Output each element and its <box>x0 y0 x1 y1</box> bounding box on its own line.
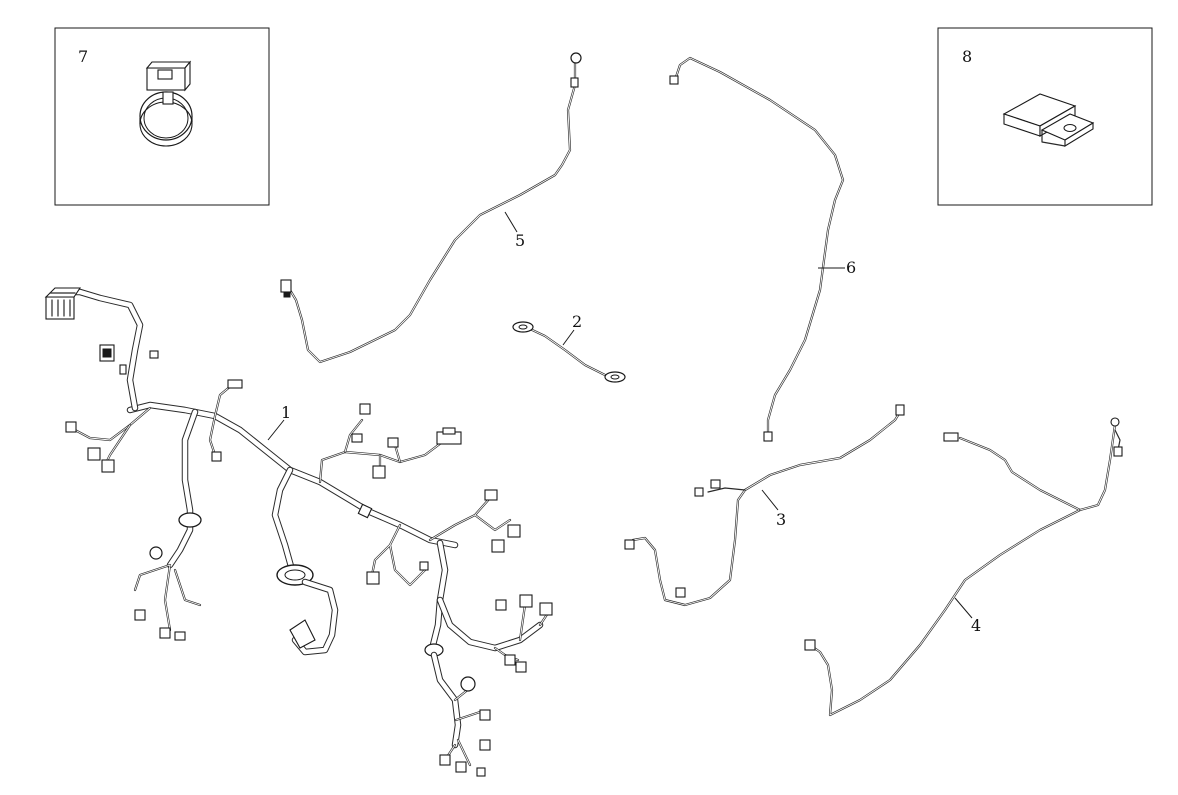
connector <box>119 364 127 375</box>
connector <box>65 421 77 433</box>
connector <box>227 379 243 389</box>
connector <box>943 432 959 442</box>
connector <box>710 479 721 489</box>
connector <box>387 437 399 448</box>
connector <box>149 350 159 359</box>
connector <box>174 631 186 641</box>
connector <box>476 767 486 777</box>
inset-frame-7 <box>54 27 270 206</box>
harness-4: 4 <box>804 417 1123 717</box>
connector <box>359 403 371 415</box>
grommet <box>178 512 202 528</box>
connector <box>694 487 704 497</box>
part-label-1: 1 <box>281 403 291 422</box>
inset-box-bracket: 8 <box>937 27 1153 206</box>
connector <box>87 447 101 461</box>
connector <box>101 459 115 473</box>
connector <box>134 609 146 621</box>
connector <box>1113 446 1123 457</box>
connector <box>624 539 635 550</box>
connector <box>491 539 505 553</box>
bracket-illustration <box>1002 93 1095 147</box>
main-harness-1: 1 <box>44 287 553 777</box>
connector <box>519 594 533 608</box>
part-label-4: 4 <box>971 616 981 635</box>
connector-block <box>44 287 82 320</box>
part-label-3: 3 <box>776 510 786 529</box>
connector <box>419 561 429 571</box>
connector <box>763 431 773 442</box>
ground-strap-2: 2 <box>512 312 626 383</box>
part-label-6: 6 <box>846 258 856 277</box>
harness-3: 3 <box>624 404 905 607</box>
connector <box>455 761 467 773</box>
connector <box>495 599 507 611</box>
harness-6: 6 <box>669 56 856 442</box>
connector <box>669 75 679 85</box>
connector <box>372 465 386 479</box>
connector <box>515 661 527 673</box>
part-label-2: 2 <box>572 312 582 331</box>
inset-box-clamp: 7 <box>54 27 270 206</box>
connector <box>507 524 521 538</box>
connector <box>280 279 292 293</box>
connector <box>539 602 553 616</box>
connector <box>159 627 171 639</box>
connector <box>479 739 491 751</box>
connector <box>504 654 516 666</box>
connector <box>439 754 451 766</box>
connector <box>484 489 498 501</box>
part-label-8: 8 <box>962 47 972 66</box>
clamp-illustration <box>139 60 193 147</box>
connector <box>675 587 686 598</box>
connector <box>479 709 491 721</box>
ring-terminal <box>570 52 582 64</box>
part-label-5: 5 <box>515 231 525 250</box>
inset-frame-8 <box>937 27 1153 206</box>
connector <box>570 77 579 88</box>
part-label-7: 7 <box>78 47 88 66</box>
connector <box>895 404 905 416</box>
harness-5: 5 <box>280 52 582 364</box>
connector <box>351 433 363 443</box>
connector <box>366 571 380 585</box>
connector <box>211 451 222 462</box>
connector <box>804 639 816 651</box>
